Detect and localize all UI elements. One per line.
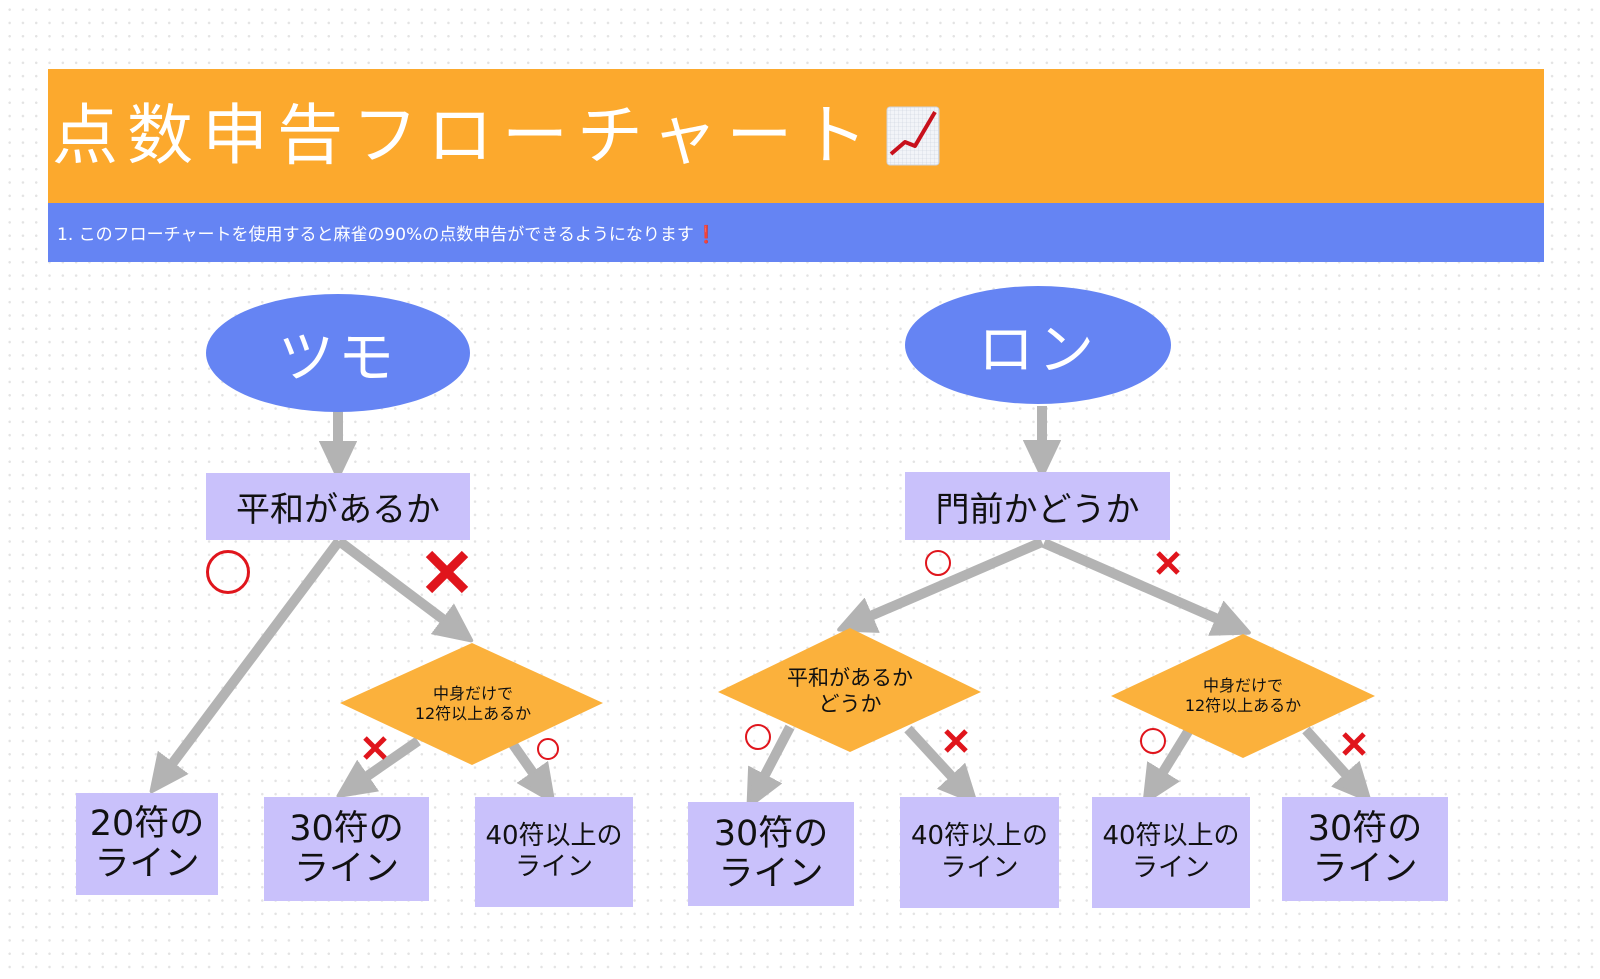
tsumo-no-cross-icon — [425, 550, 469, 594]
arrow-ron-no — [1041, 538, 1236, 627]
tsumo-result-20fu: 20符の ライン — [76, 793, 218, 895]
arrow-ron-no-decision-yes — [1152, 727, 1194, 790]
ron-no-decision-no-cross-icon — [1342, 732, 1366, 756]
description-banner: 1. このフローチャートを使用すると麻雀の90%の点数申告ができるようになります… — [48, 203, 1544, 262]
ron-no-decision-label: 中身だけで 12符以上あるか — [1184, 676, 1302, 715]
ron-result-40fu-plus-b: 40符以上の ライン — [1092, 797, 1250, 908]
arrow-ron-yes-decision-no — [904, 725, 966, 792]
arrow-ron-no-decision-no — [1302, 726, 1360, 790]
arrow-ron-yes-decision-yes — [755, 724, 795, 794]
ron-no-cross-icon — [1156, 551, 1180, 575]
ron-question-box: 門前かどうか — [905, 472, 1170, 540]
ron-result-40fu-plus-a: 40符以上の ライン — [900, 797, 1059, 908]
ron-yes-decision-yes-circle-icon — [745, 724, 771, 750]
ron-start-node: ロン — [905, 286, 1171, 404]
tsumo-question-label: 平和があるか — [236, 490, 440, 530]
arrow-tsumo-no — [335, 537, 460, 632]
tsumo-result-40fu-plus: 40符以上の ライン — [475, 797, 633, 907]
arrow-ron-yes — [852, 537, 1044, 624]
ron-no-decision-yes-circle-icon — [1140, 728, 1166, 754]
ron-yes-decision-no-cross-icon — [944, 729, 968, 753]
tsumo-yes-circle-icon — [206, 550, 250, 594]
ron-start-label: ロン — [978, 317, 1098, 383]
ron-no-decision-diamond — [1111, 634, 1375, 758]
ron-result-30fu-b: 30符の ライン — [1282, 797, 1448, 901]
ron-result-30fu-a: 30符の ライン — [688, 802, 854, 906]
title-banner: 点数申告フローチャート — [48, 69, 1544, 203]
tsumo-question-box: 平和があるか — [206, 473, 470, 540]
tsumo-decision-no-cross-icon — [363, 736, 387, 760]
arrow-tsumo-yes — [160, 538, 344, 780]
tsumo-start-node: ツモ — [206, 294, 470, 412]
arrow-tsumo-decision-yes — [507, 740, 545, 790]
tsumo-decision-yes-circle-icon — [537, 738, 559, 760]
arrow-tsumo-decision-no — [350, 736, 421, 788]
ron-yes-decision-diamond — [718, 628, 981, 752]
tsumo-decision-diamond — [340, 643, 603, 765]
ron-question-label: 門前かどうか — [935, 489, 1140, 530]
tsumo-result-30fu: 30符の ライン — [264, 797, 429, 901]
ron-yes-circle-icon — [925, 550, 951, 576]
ron-yes-decision-label: 平和があるか どうか — [787, 665, 913, 716]
description-text: 1. このフローチャートを使用すると麻雀の90%の点数申告ができるようになります… — [57, 225, 718, 245]
exclamation-icon: ❗ — [695, 225, 718, 245]
chart-increasing-icon — [886, 106, 940, 166]
page-title: 点数申告フローチャート — [52, 97, 877, 174]
tsumo-decision-label: 中身だけで 12符以上あるか — [414, 684, 532, 723]
tsumo-start-label: ツモ — [278, 325, 398, 391]
